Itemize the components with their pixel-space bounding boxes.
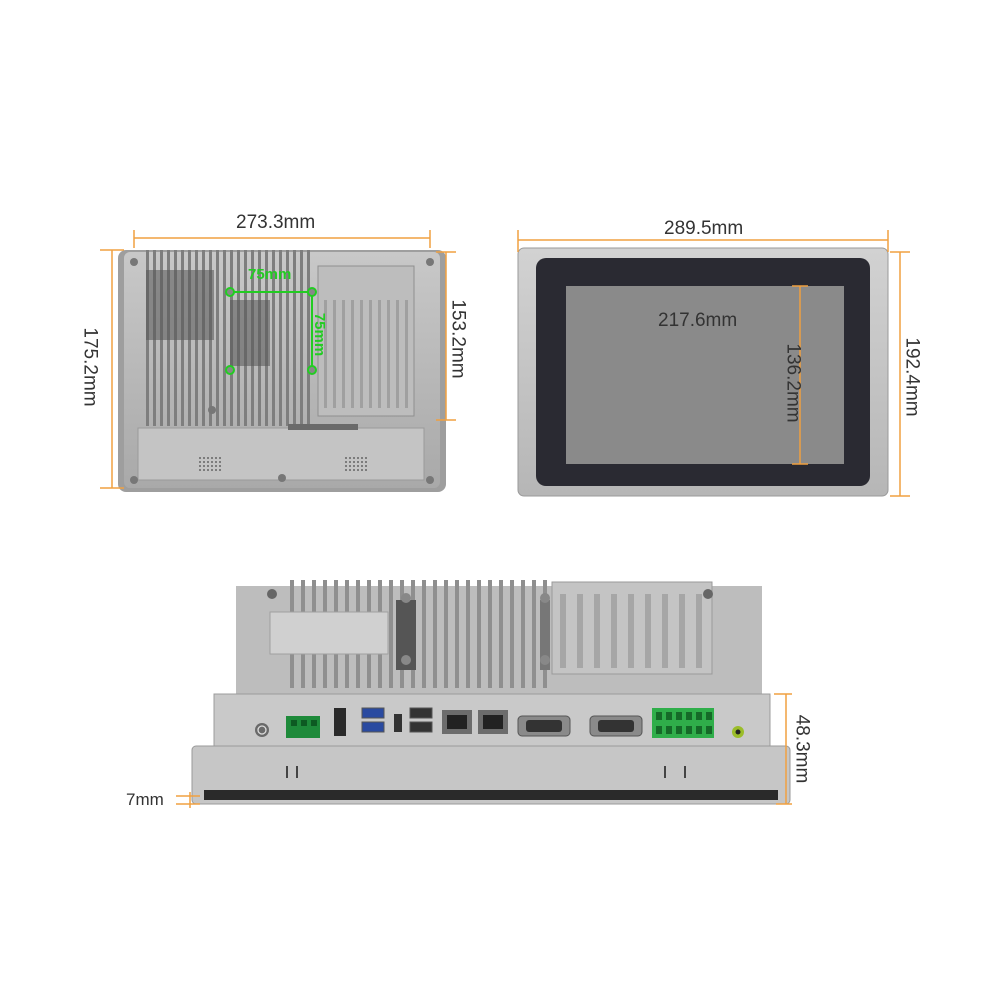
front-width-label: 289.5mm [664,218,744,239]
vesa-marker [225,287,317,375]
front-dimension-lines [517,230,910,497]
screen-width-label: 217.6mm [658,310,738,331]
back-height-inner-label: 153.2mm [447,299,469,379]
front-view [517,247,889,497]
vesa-v-label: 75mm [311,312,329,357]
back-chassis [118,250,446,492]
screen-height-label: 136.2mm [782,343,804,423]
back-width-label: 273.3mm [236,212,316,233]
back-height-outer-label: 175.2mm [79,327,101,407]
depth-label: 48.3mm [791,714,813,784]
bottom-view: ON/OFFDC9~36VHDMIUSB1AT/ATXUSB2LAN1LAN2C… [191,580,791,805]
back-dimension-lines [100,230,456,489]
bezel-label: 7mm [126,790,164,809]
bottom-dimension-lines [176,693,792,808]
front-height-label: 192.4mm [901,337,923,417]
vesa-h-label: 75mm [248,266,292,283]
display-area [566,286,844,464]
